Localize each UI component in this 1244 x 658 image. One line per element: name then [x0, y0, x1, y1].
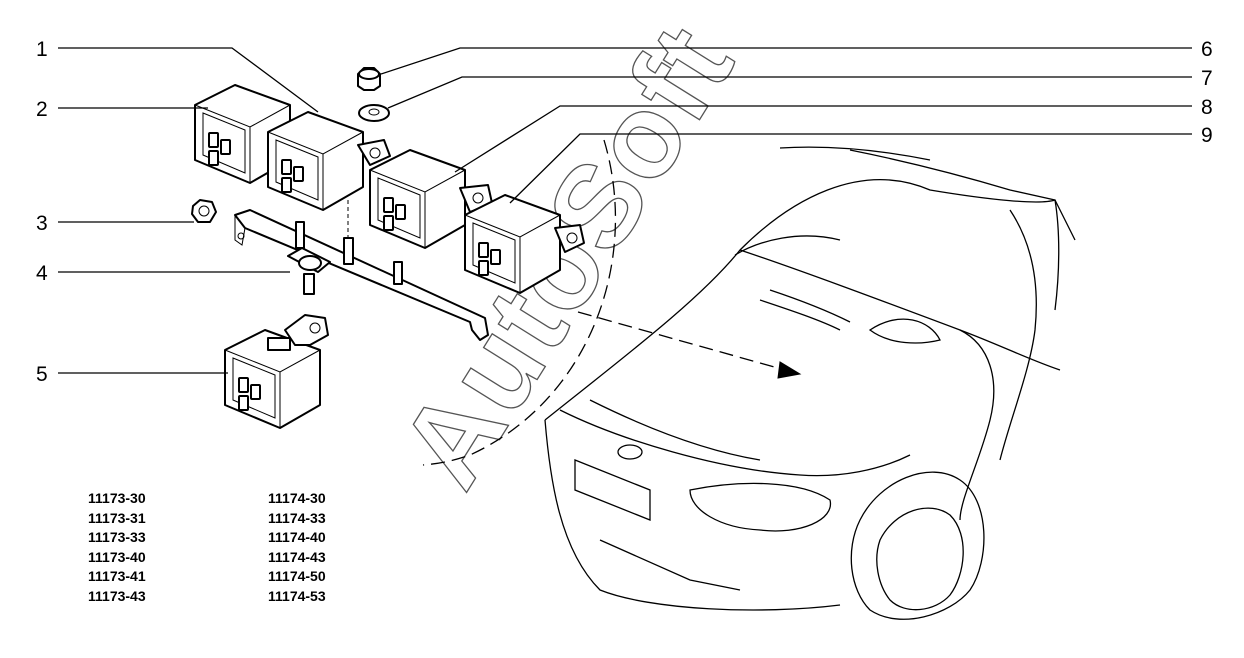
model-code: 11174-33: [268, 509, 326, 526]
callout-7: 7: [1201, 67, 1213, 90]
model-code: 11174-40: [268, 529, 326, 545]
callout-4: 4: [36, 262, 48, 285]
nut-6: [357, 67, 381, 91]
car-outline: [544, 146, 1076, 620]
callout-9: 9: [1201, 124, 1213, 147]
model-code: 11173-31: [88, 509, 146, 526]
model-code: 11174-43: [268, 548, 326, 565]
relay-bracket: [234, 200, 489, 341]
callout-8: 8: [1201, 96, 1213, 119]
relay-5: [224, 314, 329, 429]
model-code: 11173-40: [88, 548, 146, 565]
relay-1: [267, 111, 391, 211]
model-code: 11173-33: [88, 529, 146, 545]
callout-1: 1: [36, 38, 48, 61]
model-code: 11174-50: [268, 568, 326, 584]
washer-7: [358, 104, 390, 122]
model-code: 11174-53: [268, 587, 326, 604]
callout-3: 3: [36, 212, 48, 235]
leader-lines: [58, 47, 1192, 374]
nut-3: [191, 199, 217, 223]
model-code: 11173-43: [88, 587, 146, 604]
model-code: 11173-41: [88, 568, 146, 584]
callout-5: 5: [36, 363, 48, 386]
relay-9: [464, 194, 585, 294]
model-codes-right: 11174-30 11174-33 11174-40 11174-43 1117…: [268, 489, 326, 606]
model-code: 11173-30: [88, 490, 146, 506]
callout-6: 6: [1201, 38, 1213, 61]
callout-2: 2: [36, 98, 48, 121]
model-codes-left: 11173-30 11173-31 11173-33 11173-40 1117…: [88, 489, 146, 606]
location-indicator: [422, 139, 802, 466]
watermark: AutoSoft: [375, 3, 759, 509]
model-code: 11174-30: [268, 490, 326, 506]
